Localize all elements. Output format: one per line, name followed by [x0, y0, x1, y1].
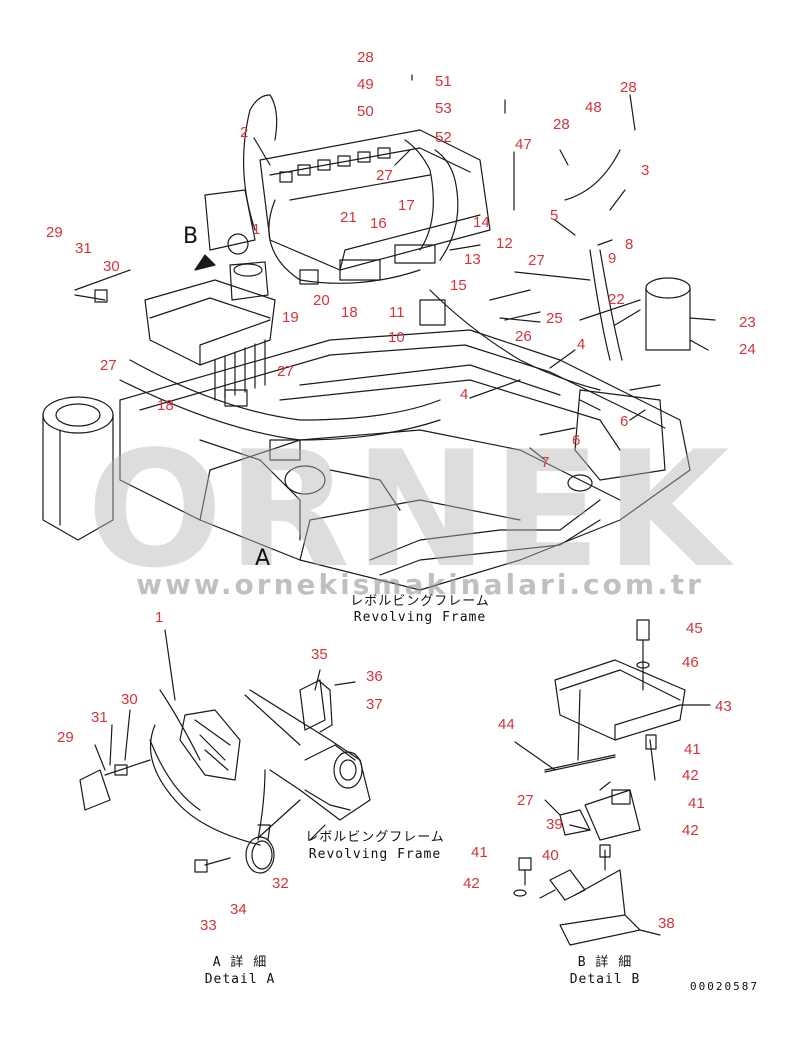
callout-53: 53 [435, 100, 452, 117]
view-letter-b: B [183, 224, 199, 249]
callout-16: 16 [370, 215, 387, 232]
callout-50: 50 [357, 103, 374, 120]
callout-11: 11 [389, 304, 405, 321]
callout-42: 42 [682, 822, 699, 839]
detail-a-drawing [79, 629, 371, 874]
callout-28: 28 [553, 116, 570, 133]
callout-4: 4 [577, 336, 586, 353]
callout-48: 48 [585, 99, 602, 116]
callout-41: 41 [688, 795, 705, 812]
callout-9: 9 [608, 250, 617, 267]
callout-27: 27 [277, 363, 294, 380]
callout-29: 29 [46, 224, 63, 241]
callout-40: 40 [542, 847, 559, 864]
revolving-frame-drawing [42, 74, 716, 591]
callout-32: 32 [272, 875, 289, 892]
callout-6: 6 [572, 432, 581, 449]
callout-42: 42 [682, 767, 699, 784]
callout-1: 1 [155, 609, 164, 626]
callout-44: 44 [498, 716, 515, 733]
callout-2: 2 [240, 124, 249, 141]
callout-22: 22 [608, 291, 625, 308]
callout-52: 52 [435, 129, 452, 146]
callout-15: 15 [450, 277, 467, 294]
callout-8: 8 [625, 236, 634, 253]
callout-35: 35 [311, 646, 328, 663]
caption-detail-b-en: Detail B [569, 972, 641, 987]
callout-18: 18 [341, 304, 358, 321]
callout-29: 29 [57, 729, 74, 746]
callout-37: 37 [366, 696, 383, 713]
callout-10: 10 [388, 329, 405, 346]
callout-28: 28 [620, 79, 637, 96]
callout-7: 7 [541, 454, 550, 471]
caption-detail-a-jp: A 詳 細 [212, 955, 268, 970]
callout-51: 51 [435, 73, 452, 90]
callout-30: 30 [121, 691, 138, 708]
document-number: 00020587 [690, 980, 759, 993]
callout-49: 49 [357, 76, 374, 93]
callout-47: 47 [515, 136, 532, 153]
callout-20: 20 [313, 292, 330, 309]
callout-25: 25 [546, 310, 563, 327]
callout-18: 18 [157, 397, 174, 414]
callout-3: 3 [641, 162, 650, 179]
callout-6: 6 [620, 413, 629, 430]
callout-26: 26 [515, 328, 532, 345]
callout-24: 24 [739, 341, 756, 358]
callout-43: 43 [715, 698, 732, 715]
callout-34: 34 [230, 901, 247, 918]
callout-1: 1 [252, 221, 261, 238]
caption-detail-a-frame-jp: レボルビングフレーム [305, 830, 445, 845]
caption-detail-b-jp: B 詳 細 [577, 955, 633, 970]
caption-detail-a-en: Detail A [204, 972, 276, 987]
callout-21: 21 [340, 209, 357, 226]
callout-27: 27 [376, 167, 393, 184]
callout-19: 19 [282, 309, 299, 326]
callout-23: 23 [739, 314, 756, 331]
callout-41: 41 [684, 741, 701, 758]
callout-14: 14 [473, 214, 490, 231]
callout-42: 42 [463, 875, 480, 892]
callout-13: 13 [464, 251, 481, 268]
callout-45: 45 [686, 620, 703, 637]
callout-4: 4 [460, 386, 469, 403]
watermark-url: www.ornekismakinalari.com.tr [136, 568, 704, 601]
callout-28: 28 [357, 49, 374, 66]
callout-30: 30 [103, 258, 120, 275]
callout-31: 31 [75, 240, 92, 257]
detail-b-drawing [513, 619, 711, 946]
callout-46: 46 [682, 654, 699, 671]
callout-38: 38 [658, 915, 675, 932]
callout-31: 31 [91, 709, 108, 726]
callout-41: 41 [471, 844, 488, 861]
callout-12: 12 [496, 235, 513, 252]
watermark-logo-text: ORNEK [86, 416, 734, 603]
callout-27: 27 [528, 252, 545, 269]
view-letter-a: A [255, 546, 271, 571]
callout-27: 27 [517, 792, 534, 809]
callout-36: 36 [366, 668, 383, 685]
caption-revolving-frame-jp: レボルビングフレーム [350, 594, 490, 609]
caption-detail-a-frame-en: Revolving Frame [308, 847, 442, 862]
callout-5: 5 [550, 207, 559, 224]
callout-27: 27 [100, 357, 117, 374]
callout-39: 39 [546, 816, 563, 833]
callout-17: 17 [398, 197, 415, 214]
callout-33: 33 [200, 917, 217, 934]
caption-revolving-frame-en: Revolving Frame [353, 610, 487, 625]
